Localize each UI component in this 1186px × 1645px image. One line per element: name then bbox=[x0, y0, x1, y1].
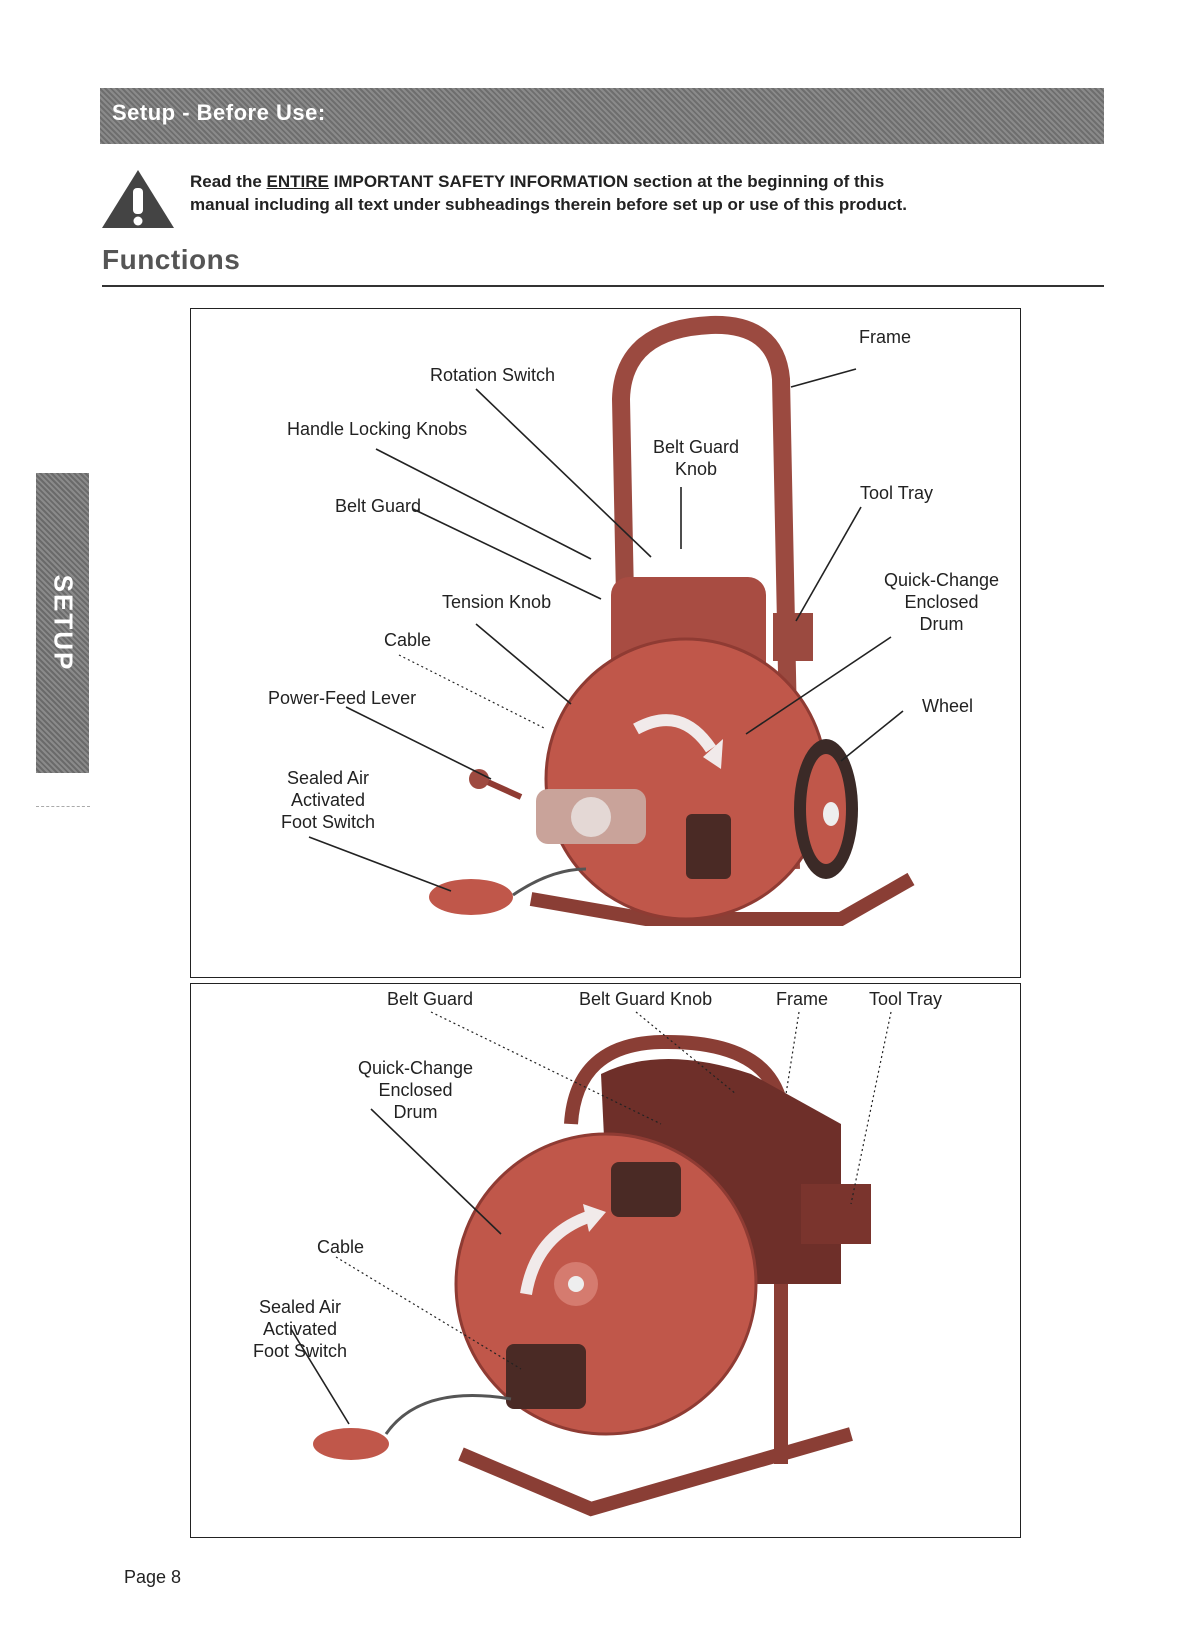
label-belt-guard-knob: Belt Guard Knob bbox=[653, 436, 739, 480]
label-frame: Frame bbox=[859, 327, 912, 347]
title-divider bbox=[102, 285, 1104, 287]
label-belt-guard: Belt Guard bbox=[335, 496, 422, 516]
label-foot-switch: Sealed Air Activated Foot Switch bbox=[281, 767, 375, 833]
side-tab-divider bbox=[36, 806, 90, 808]
label-power-feed-lever: Power-Feed Lever bbox=[268, 688, 417, 708]
label-foot-switch-line1: Sealed Air bbox=[286, 768, 370, 788]
label-foot-switch: Sealed Air Activated Foot Switch bbox=[253, 1296, 347, 1362]
section-header-bar: Setup - Before Use: bbox=[100, 88, 1104, 144]
page-number: Page 8 bbox=[124, 1567, 182, 1587]
label-foot-switch-line3: Foot Switch bbox=[281, 812, 376, 832]
label-tool-tray: Tool Tray bbox=[860, 483, 934, 503]
warning-line1-rest: IMPORTANT SAFETY INFORMATION section at … bbox=[328, 172, 885, 191]
label-quick-change-drum: Quick-Change Enclosed Drum bbox=[884, 569, 999, 635]
label-belt-guard-knob-line2: Knob bbox=[675, 459, 718, 479]
label-quick-change-line1: Quick-Change bbox=[884, 570, 1000, 590]
label-foot-switch-line3: Foot Switch bbox=[253, 1341, 348, 1361]
warning-icon bbox=[102, 170, 174, 228]
label-wheel: Wheel bbox=[922, 696, 974, 716]
label-tension-knob: Tension Knob bbox=[442, 592, 552, 612]
label-tool-tray: Tool Tray bbox=[869, 989, 943, 1009]
bottom-diagram-panel: Belt Guard Belt Guard Knob Frame Tool Tr… bbox=[190, 983, 1021, 1538]
top-diagram-panel: Rotation Switch Frame Handle Locking Kno… bbox=[190, 308, 1021, 978]
label-quick-change-line3: Drum bbox=[393, 1102, 438, 1122]
safety-warning-text: Read the ENTIRE IMPORTANT SAFETY INFORMA… bbox=[190, 170, 1090, 216]
warning-line2: manual including all text under subheadi… bbox=[190, 195, 907, 214]
drain-cleaner-side-illustration bbox=[290, 1011, 892, 1517]
label-quick-change-line1: Quick-Change bbox=[358, 1058, 474, 1078]
label-quick-change-line2: Enclosed bbox=[904, 592, 979, 612]
label-quick-change-drum: Quick-Change Enclosed Drum bbox=[358, 1057, 473, 1123]
drain-cleaner-front-illustration bbox=[308, 315, 915, 926]
section-title: Functions bbox=[102, 244, 241, 275]
warning-emphasis: ENTIRE bbox=[266, 172, 329, 191]
label-belt-guard-knob-line1: Belt Guard bbox=[653, 437, 740, 457]
label-cable: Cable bbox=[317, 1237, 365, 1257]
label-handle-locking-knobs: Handle Locking Knobs bbox=[287, 419, 468, 439]
label-quick-change-line2: Enclosed bbox=[378, 1080, 453, 1100]
label-foot-switch-line1: Sealed Air bbox=[258, 1297, 342, 1317]
label-foot-switch-line2: Activated bbox=[291, 790, 366, 810]
warning-prefix: Read the bbox=[190, 172, 267, 191]
section-header-title: Setup - Before Use: bbox=[112, 100, 326, 125]
label-quick-change-line3: Drum bbox=[919, 614, 964, 634]
label-frame: Frame bbox=[776, 989, 829, 1009]
label-belt-guard: Belt Guard bbox=[387, 989, 474, 1009]
side-tab-label: SETUP bbox=[48, 574, 78, 672]
label-rotation-switch: Rotation Switch bbox=[430, 365, 556, 385]
label-foot-switch-line2: Activated bbox=[263, 1319, 338, 1339]
label-belt-guard-knob: Belt Guard Knob bbox=[579, 989, 713, 1009]
label-cable: Cable bbox=[384, 630, 432, 650]
setup-side-tab: SETUP bbox=[36, 473, 89, 773]
